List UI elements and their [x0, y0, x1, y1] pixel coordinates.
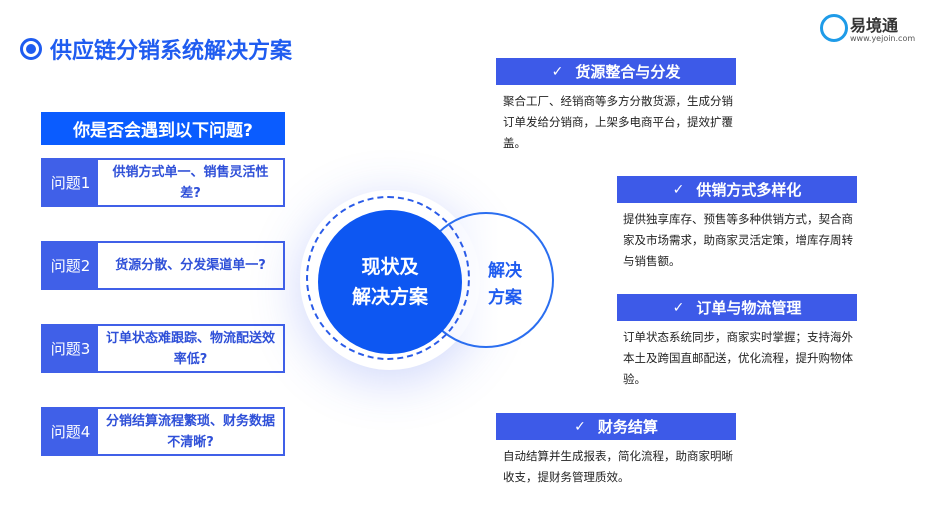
solution-title: 订单与物流管理	[696, 299, 802, 317]
check-icon: ✓	[672, 299, 685, 316]
solution-header: ✓ 供销方式多样化	[617, 176, 857, 203]
solution-line2: 方案	[488, 288, 522, 308]
solution-line1: 解决	[488, 261, 522, 281]
center-line2: 解决方案	[351, 286, 428, 308]
problem-label: 问题1	[50, 174, 91, 192]
problem-label: 问题2	[50, 257, 91, 275]
problem-item: 问题3 订单状态难跟踪、物流配送效率低?	[41, 324, 285, 373]
check-icon: ✓	[672, 181, 685, 198]
center-circle: 现状及解决方案	[318, 210, 462, 354]
solution-title: 财务结算	[597, 418, 658, 436]
problem-item: 问题4 分销结算流程繁琐、财务数据不清晰?	[41, 407, 285, 456]
problem-label: 问题3	[50, 340, 91, 358]
solution-text: 自动结算并生成报表，简化流程，助商家明晰收支，提财务管理质效。	[503, 449, 733, 484]
problem-text: 分销结算流程繁琐、财务数据不清晰?	[98, 409, 283, 454]
logo: 易境通 www.yejoin.com	[820, 12, 920, 48]
problem-item: 问题2 货源分散、分发渠道单一?	[41, 241, 285, 290]
solution-text: 提供独享库存、预售等多种供销方式，契合商家及市场需求，助商家灵活定策，增库存周转…	[623, 212, 853, 268]
title-bullet-icon	[20, 38, 42, 60]
question-header: 你是否会遇到以下问题?	[41, 112, 285, 145]
solution-title: 货源整合与分发	[575, 63, 681, 81]
problem-text: 订单状态难跟踪、物流配送效率低?	[98, 326, 283, 371]
check-icon: ✓	[574, 418, 586, 435]
problem-text: 货源分散、分发渠道单一?	[98, 243, 283, 288]
solution-title: 供销方式多样化	[696, 181, 802, 199]
dashed-ring	[306, 196, 470, 360]
solution-text: 聚合工厂、经销商等多方分散货源，生成分销订单发给分销商，上架多电商平台，提效扩覆…	[503, 94, 733, 150]
page-title: 供应链分销系统解决方案	[50, 39, 293, 64]
solution-header: ✓ 财务结算	[496, 413, 736, 440]
solution-header: ✓ 订单与物流管理	[617, 294, 857, 321]
cloud-logo-icon	[820, 14, 848, 42]
logo-name: 易境通	[850, 16, 899, 35]
problem-label: 问题4	[50, 423, 91, 441]
solution-label: 解决 方案	[488, 258, 522, 312]
solution-text: 订单状态系统同步，商家实时掌握；支持海外本土及跨国直邮配送，优化流程，提升购物体…	[623, 330, 853, 386]
solution-header: ✓ 货源整合与分发	[496, 58, 736, 85]
center-line1: 现状及	[361, 256, 419, 278]
check-icon: ✓	[551, 63, 564, 80]
problem-text: 供销方式单一、销售灵活性差?	[98, 160, 283, 205]
logo-url: www.yejoin.com	[850, 34, 916, 43]
problem-item: 问题1 供销方式单一、销售灵活性差?	[41, 158, 285, 207]
